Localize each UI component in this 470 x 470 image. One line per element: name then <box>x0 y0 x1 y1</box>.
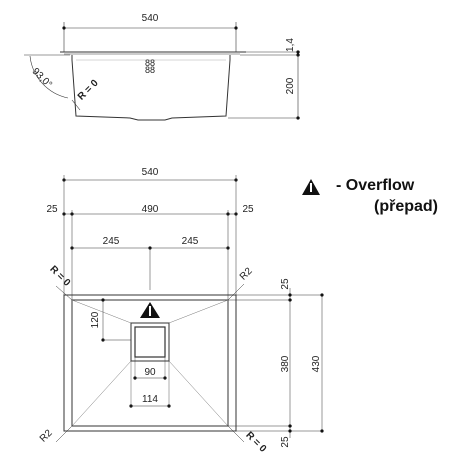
side-depth-label: 200 <box>285 77 296 94</box>
side-angle-label: 93,0° <box>30 66 54 90</box>
top-half-left-label: 245 <box>103 236 120 247</box>
side-view: 540 88 88 1,4 200 93,0° R = 0 <box>24 13 300 121</box>
side-drain-label: 88 <box>145 58 155 68</box>
top-inner-width-label: 490 <box>142 204 159 215</box>
side-thickness-label: 1,4 <box>285 38 296 52</box>
top-inner-height-label: 380 <box>280 355 291 372</box>
top-right-margin-label: 25 <box>242 204 254 215</box>
legend-title: - Overflow <box>336 177 415 194</box>
top-view: 540 25 490 25 245 245 <box>38 167 324 455</box>
top-bottom-margin-label: 25 <box>280 436 291 448</box>
warning-triangle-icon <box>302 179 320 195</box>
top-radius-bl-label: R2 <box>38 428 55 445</box>
top-radius-br-label: R = 0 <box>243 430 268 455</box>
top-drain-outer-label: 114 <box>142 394 158 405</box>
top-left-margin-label: 25 <box>46 204 58 215</box>
top-half-right-label: 245 <box>182 236 199 247</box>
top-total-width-label: 540 <box>142 167 159 178</box>
side-radius-label: R = 0 <box>76 77 101 102</box>
legend-subtitle: (přepad) <box>374 198 438 215</box>
top-drain-inner-label: 90 <box>144 367 156 378</box>
top-radius-tl-label: R = 0 <box>47 264 72 289</box>
top-radius-tr-label: R2 <box>238 266 255 283</box>
top-top-margin-label: 25 <box>280 278 291 290</box>
side-width-label: 540 <box>142 13 159 24</box>
top-overflow-offset-label: 120 <box>90 311 101 328</box>
overflow-marker-icon <box>140 302 160 318</box>
top-total-height-label: 430 <box>311 355 322 372</box>
side-drain-label-2: 88 <box>145 65 155 75</box>
